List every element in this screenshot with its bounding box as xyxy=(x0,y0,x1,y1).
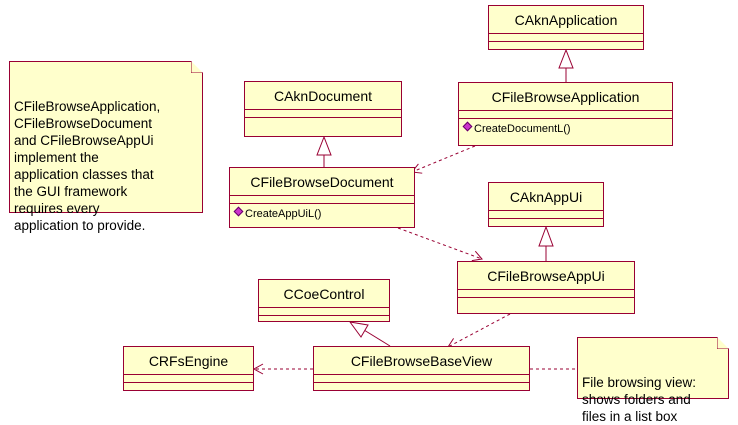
class-name: CFileBrowseApplication xyxy=(459,83,672,111)
attribute-compartment xyxy=(230,196,414,204)
class-cfilebrowsedocument[interactable]: CFileBrowseDocument CreateAppUiL() xyxy=(229,167,415,228)
dependency-document-to-appui xyxy=(397,227,483,262)
operation-diamond-icon xyxy=(233,206,244,217)
class-caknappui[interactable]: CAknAppUi xyxy=(488,182,604,227)
operation-name: CreateDocumentL() xyxy=(474,123,571,135)
class-crfsengine[interactable]: CRFsEngine xyxy=(123,346,254,391)
dependency-appui-to-baseview xyxy=(447,313,511,348)
note-text: CFileBrowseApplication, CFileBrowseDocum… xyxy=(14,99,161,233)
attribute-compartment xyxy=(459,111,672,119)
operation-diamond-icon xyxy=(462,121,473,132)
attribute-compartment xyxy=(124,375,253,383)
class-name: CFileBrowseBaseView xyxy=(314,347,529,375)
generalization-application xyxy=(558,48,574,82)
generalization-control xyxy=(348,321,391,347)
attribute-compartment xyxy=(489,211,603,219)
class-name: CRFsEngine xyxy=(124,347,253,375)
class-name: CAknApplication xyxy=(489,6,643,34)
note-text: File browsing view: shows folders and fi… xyxy=(582,375,697,424)
class-name: CAknDocument xyxy=(245,82,401,110)
note-framework-classes[interactable]: CFileBrowseApplication, CFileBrowseDocum… xyxy=(9,61,203,233)
attribute-compartment xyxy=(489,34,643,42)
attribute-compartment xyxy=(458,290,634,298)
class-name: CCoeControl xyxy=(259,280,389,308)
generalization-appui xyxy=(538,225,554,261)
operation-row: CreateAppUiL() xyxy=(230,204,414,220)
relationship-lines xyxy=(252,48,577,375)
note-browsing-view[interactable]: File browsing view: shows folders and fi… xyxy=(577,337,729,424)
class-cakndocument[interactable]: CAknDocument xyxy=(244,81,402,137)
operation-row: CreateDocumentL() xyxy=(459,119,672,135)
class-name: CFileBrowseAppUi xyxy=(458,262,634,290)
note-fold-icon xyxy=(717,337,729,349)
note-fold-icon xyxy=(191,61,203,73)
class-name: CAknAppUi xyxy=(489,183,603,211)
attribute-compartment xyxy=(245,110,401,118)
generalization-document xyxy=(316,135,332,167)
class-caknapplication[interactable]: CAknApplication xyxy=(488,5,644,50)
class-cfilebrowseappui[interactable]: CFileBrowseAppUi xyxy=(457,261,635,314)
class-name: CFileBrowseDocument xyxy=(230,168,414,196)
attribute-compartment xyxy=(259,308,389,316)
class-ccoecontrol[interactable]: CCoeControl xyxy=(258,279,390,322)
attribute-compartment xyxy=(314,375,529,383)
class-cfilebrowseapplication[interactable]: CFileBrowseApplication CreateDocumentL() xyxy=(458,82,673,146)
dependency-application-to-document xyxy=(411,145,476,174)
class-cfilebrowsebaseview[interactable]: CFileBrowseBaseView xyxy=(313,346,530,391)
operation-name: CreateAppUiL() xyxy=(245,208,322,220)
